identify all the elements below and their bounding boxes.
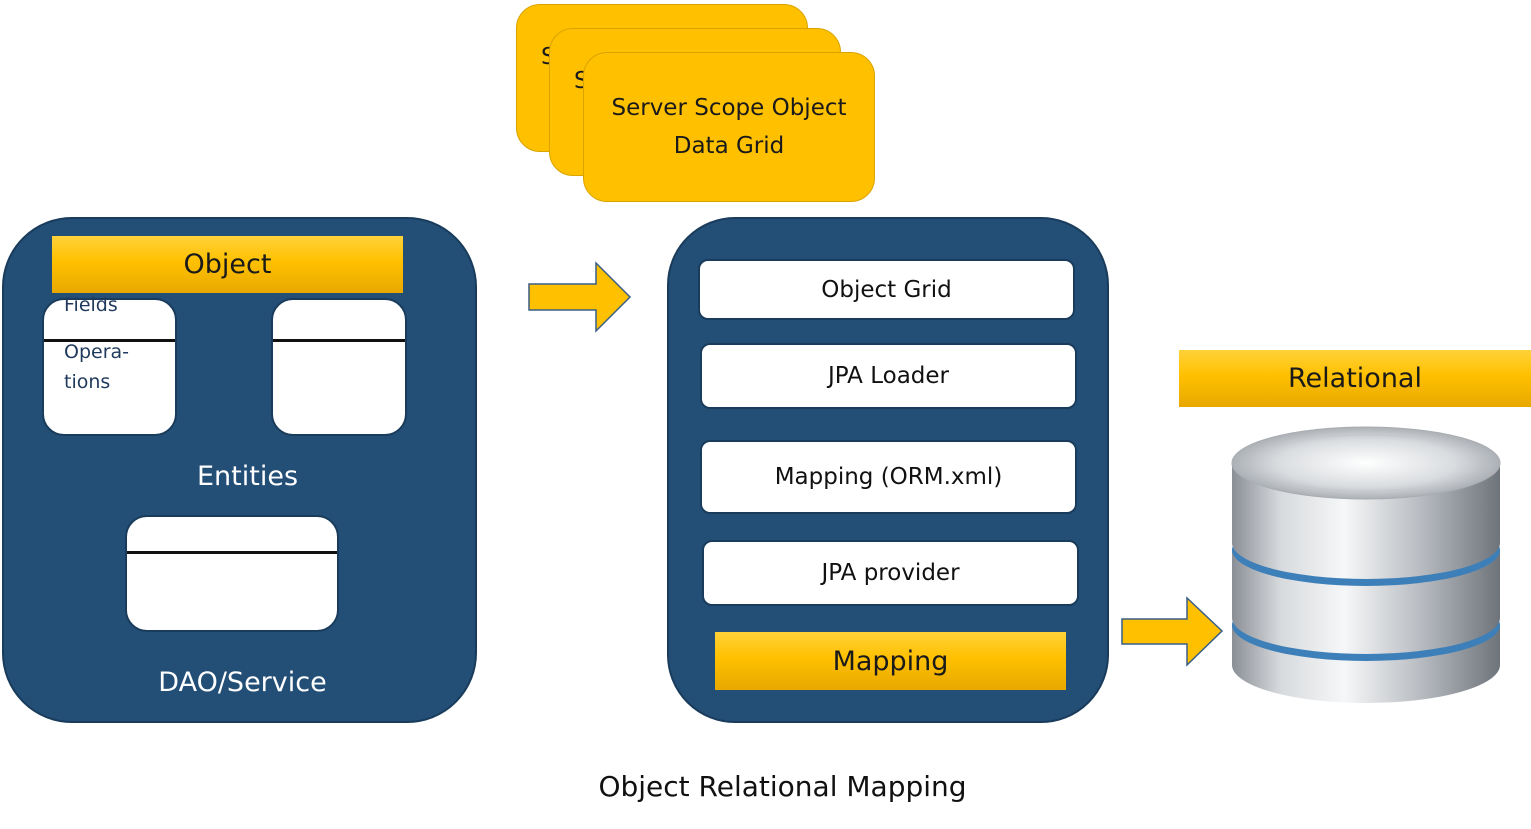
entity-fields-label: Fields [64,294,118,316]
entity-box-2 [271,298,407,436]
dao-service-label: DAO/Service [158,667,327,698]
entity-divider [273,339,405,342]
relational-title-bar: Relational [1179,350,1531,407]
entity-operations-label-2: tions [64,371,111,393]
layer-mapping-orm: Mapping (ORM.xml) [700,440,1077,514]
data-grid-card-line1: Server Scope Object [611,95,847,121]
entity-operations-label-1: Opera- [64,341,130,363]
object-title-bar: Object [52,236,403,293]
entity-divider [127,551,337,554]
entities-label: Entities [196,461,299,492]
diagram-caption: Object Relational Mapping [598,770,967,803]
arrow-right-icon [528,261,632,333]
entity-divider [44,339,175,342]
mapping-title-bar: Mapping [715,632,1066,690]
arrow-right-icon [1121,596,1224,667]
data-grid-card: Server Scope Object Data Grid [583,52,875,202]
data-grid-card-line2: Data Grid [673,133,785,159]
layer-jpa-loader: JPA Loader [700,343,1077,409]
layer-object-grid: Object Grid [698,259,1075,320]
layer-jpa-provider: JPA provider [702,540,1079,606]
database-icon [1231,426,1501,703]
service-entity-box [125,515,339,632]
entity-box-fields [42,298,177,436]
